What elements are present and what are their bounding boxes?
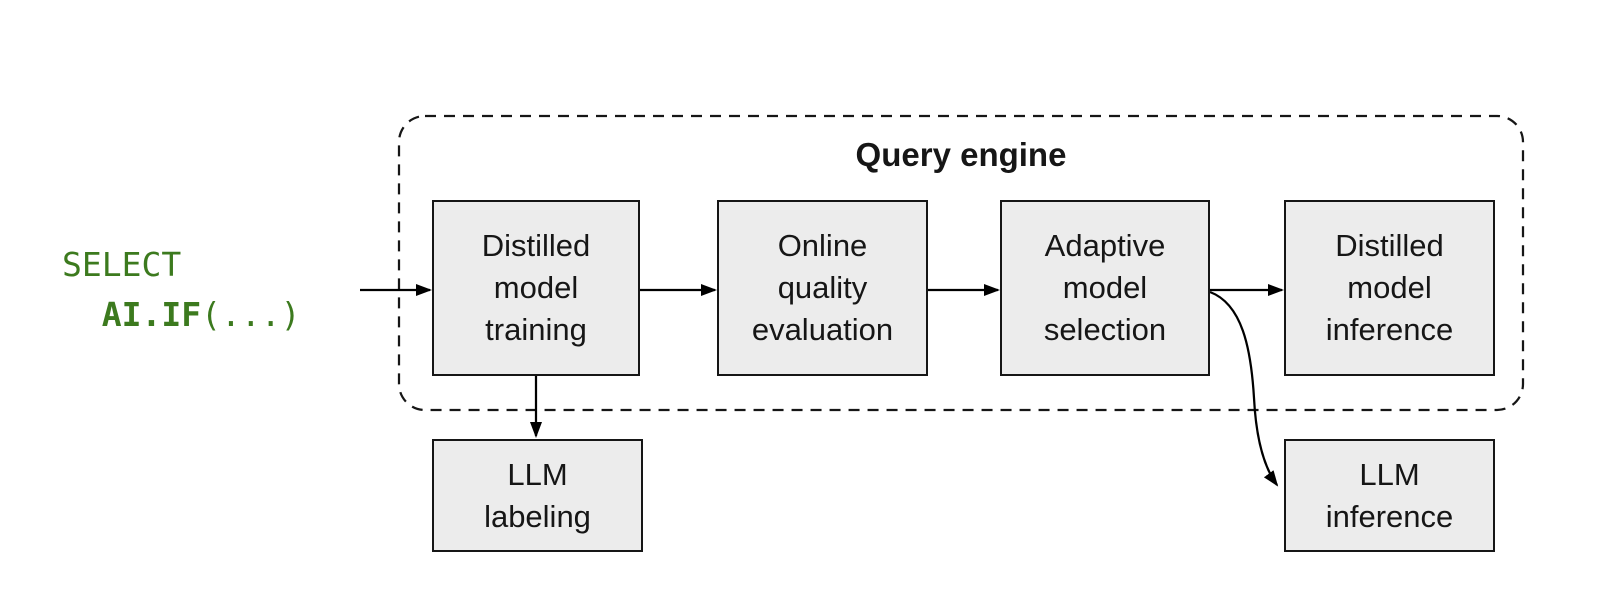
sql-indent (62, 295, 102, 334)
query-engine-title: Query engine (855, 136, 1067, 173)
node-online-quality-evaluation: Online quality evaluation (717, 200, 928, 376)
node-distilled-model-inference: Distilled model inference (1284, 200, 1495, 376)
sql-code-snippet: SELECT AI.IF(...) (62, 240, 300, 340)
sql-ai-if-args: (...) (201, 295, 301, 334)
sql-select-keyword: SELECT (62, 245, 182, 284)
query-engine-boundary (397, 114, 1525, 412)
node-adaptive-model-selection: Adaptive model selection (1000, 200, 1210, 376)
node-label: Online quality evaluation (751, 228, 894, 347)
node-llm-labeling: LLM labeling (432, 439, 643, 552)
node-label: Distilled model training (481, 228, 591, 347)
node-label: LLM inference (1325, 456, 1454, 534)
sql-ai-if-keyword: AI.IF (101, 295, 202, 334)
node-llm-inference: LLM inference (1284, 439, 1495, 552)
node-label: Distilled model inference (1325, 228, 1454, 347)
node-label: Adaptive model selection (1043, 228, 1167, 347)
arrow-selection-to-llm-inference (1209, 290, 1279, 487)
node-distilled-model-training: Distilled model training (432, 200, 640, 376)
node-label: LLM labeling (484, 456, 591, 534)
